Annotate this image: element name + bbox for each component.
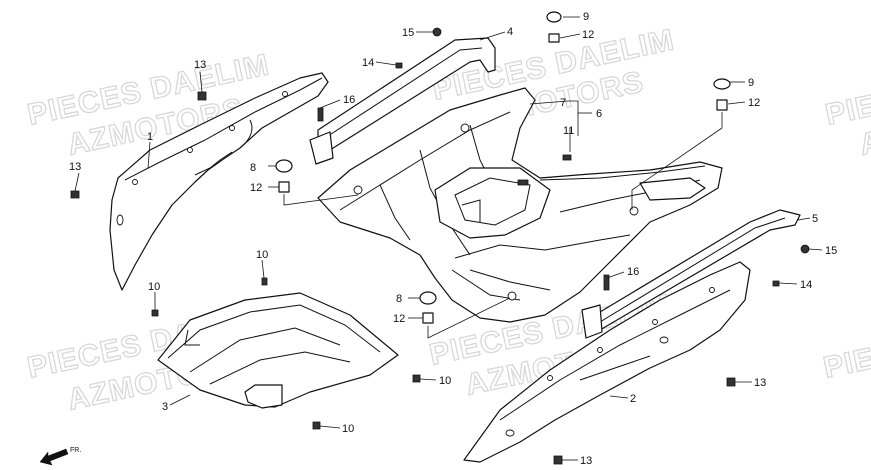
callout-11: 11 (563, 125, 574, 137)
callout-8: 8 (250, 162, 256, 174)
callouts: 1 2 3 4 5 6 7 8 8 9 9 10 10 10 10 11 12 … (69, 11, 837, 467)
callout-13: 13 (754, 377, 766, 389)
callout-1: 1 (147, 131, 153, 143)
callout-3: 3 (162, 401, 168, 413)
part-1-left-side-cover (109, 72, 329, 291)
watermark-text: PIE (821, 342, 871, 385)
front-direction-indicator: FR. (39, 447, 81, 466)
front-arrow-icon (39, 448, 69, 466)
fasteners (70, 11, 810, 465)
watermark-text: A (857, 125, 871, 162)
callout-10: 10 (148, 281, 160, 293)
callout-7: 7 (560, 97, 566, 109)
front-label: FR. (70, 447, 81, 454)
callout-15: 15 (825, 245, 837, 257)
watermark-text: PIE (823, 89, 871, 132)
callout-5: 5 (812, 213, 818, 225)
floor-panel (317, 87, 723, 323)
callout-10: 10 (439, 375, 451, 387)
callout-12: 12 (393, 313, 405, 325)
callout-13: 13 (580, 455, 592, 467)
callout-9: 9 (748, 77, 754, 89)
callout-8: 8 (396, 293, 402, 305)
callout-4: 4 (507, 26, 513, 38)
callout-13: 13 (194, 59, 206, 71)
callout-12: 12 (582, 29, 594, 41)
part-5-right-rail (581, 209, 801, 339)
callout-16: 16 (627, 266, 639, 278)
callout-14: 14 (362, 57, 374, 69)
callout-10: 10 (342, 423, 354, 435)
callout-6: 6 (596, 108, 602, 120)
callout-12: 12 (748, 97, 760, 109)
callout-14: 14 (800, 279, 812, 291)
leader-lines (74, 16, 823, 461)
callout-9: 9 (583, 11, 589, 23)
part-2-right-side-cover (463, 261, 751, 463)
callout-15: 15 (402, 27, 414, 39)
callout-12: 12 (250, 182, 262, 194)
callout-2: 2 (630, 393, 636, 405)
part-3-under-cover (157, 292, 399, 409)
callout-13: 13 (69, 161, 81, 173)
callout-10: 10 (256, 249, 268, 261)
part-4-left-rail (309, 37, 496, 165)
callout-16: 16 (343, 94, 355, 106)
